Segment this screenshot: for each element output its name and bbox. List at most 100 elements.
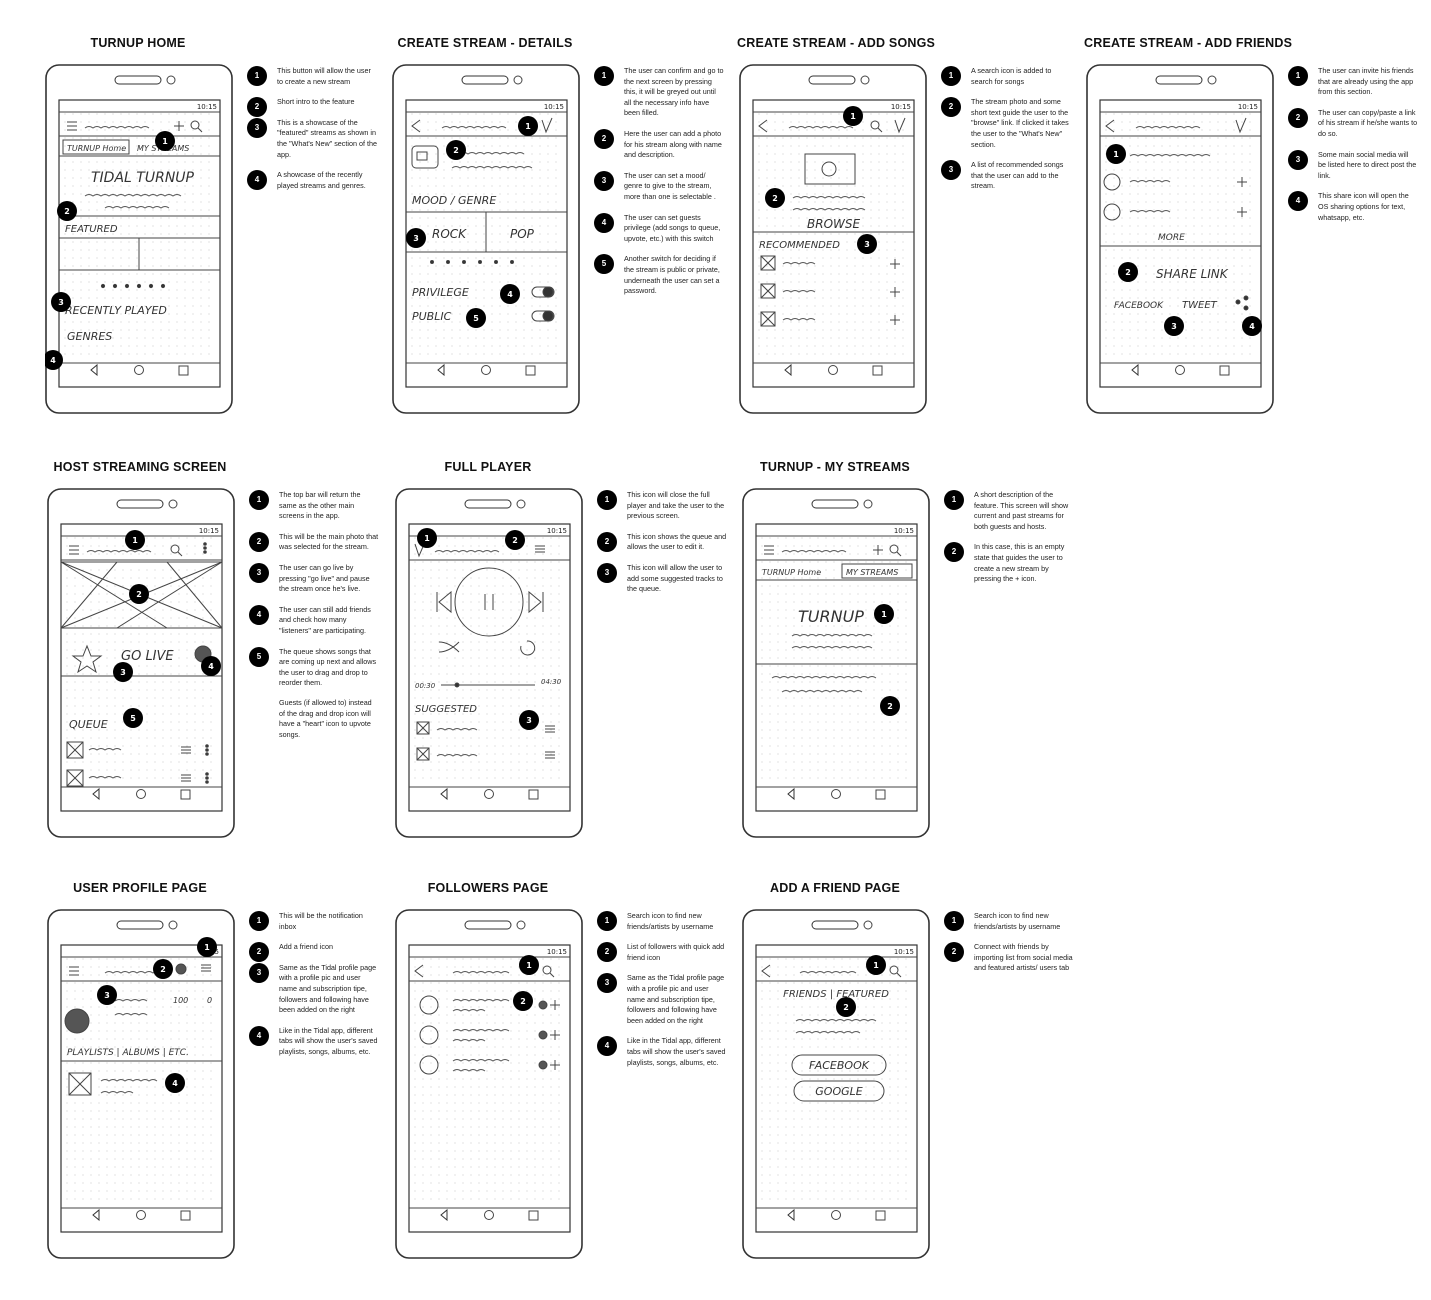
grid-dot — [136, 241, 138, 243]
grid-dot — [1153, 113, 1155, 115]
grid-dot — [186, 713, 188, 715]
grid-dot — [865, 545, 867, 547]
grid-dot — [902, 281, 904, 283]
grid-dot — [146, 681, 148, 683]
grid-dot — [793, 593, 795, 595]
grid-dot — [146, 729, 148, 731]
squiggle-text — [781, 550, 847, 553]
grid-dot — [894, 209, 896, 211]
grid-dot — [130, 1054, 132, 1056]
grid-dot — [186, 974, 188, 976]
grid-dot — [518, 625, 520, 627]
grid-dot — [555, 345, 557, 347]
grid-dot — [491, 225, 493, 227]
grid-dot — [878, 145, 880, 147]
annotation-text: Here the user can add a photo for his st… — [624, 128, 722, 160]
grid-dot — [886, 201, 888, 203]
grid-dot — [857, 657, 859, 659]
grid-dot — [515, 257, 517, 259]
grid-dot — [801, 769, 803, 771]
grid-dot — [881, 681, 883, 683]
grid-dot — [857, 649, 859, 651]
grid-dot — [862, 305, 864, 307]
grid-dot — [106, 729, 108, 731]
grid-dot — [144, 297, 146, 299]
grid-dot — [1249, 193, 1251, 195]
grid-dot — [777, 713, 779, 715]
grid-dot — [90, 1102, 92, 1104]
grid-dot — [66, 1054, 68, 1056]
callout-badge-circle — [1106, 144, 1126, 164]
grid-dot — [64, 257, 66, 259]
grid-dot — [539, 329, 541, 331]
grid-dot — [478, 625, 480, 627]
grid-dot — [1145, 185, 1147, 187]
grid-dot — [873, 633, 875, 635]
grid-dot — [1121, 313, 1123, 315]
grid-dot — [841, 777, 843, 779]
grid-dot — [782, 257, 784, 259]
grid-dot — [905, 681, 907, 683]
grid-dot — [136, 297, 138, 299]
grid-dot — [467, 185, 469, 187]
grid-dot — [152, 177, 154, 179]
grid-dot — [547, 273, 549, 275]
grid-dot — [1201, 249, 1203, 251]
grid-dot — [785, 633, 787, 635]
grid-dot — [830, 273, 832, 275]
main-stream-photo — [60, 561, 223, 629]
grid-dot — [72, 225, 74, 227]
grid-dot — [72, 249, 74, 251]
grid-dot — [176, 345, 178, 347]
grid-dot — [152, 257, 154, 259]
grid-dot — [550, 601, 552, 603]
grid-dot — [130, 1038, 132, 1040]
grid-dot — [88, 137, 90, 139]
grid-dot — [878, 337, 880, 339]
grid-dot — [494, 577, 496, 579]
grid-dot — [1161, 353, 1163, 355]
grid-dot — [210, 1070, 212, 1072]
grid-dot — [98, 665, 100, 667]
grid-dot — [154, 777, 156, 779]
grid-dot — [82, 665, 84, 667]
grid-dot — [817, 721, 819, 723]
grid-dot — [822, 273, 824, 275]
grid-dot — [66, 649, 68, 651]
grid-dot — [170, 777, 172, 779]
grid-dot — [470, 769, 472, 771]
grid-dot — [82, 998, 84, 1000]
grid-dot — [905, 641, 907, 643]
grid-dot — [120, 305, 122, 307]
grid-dot — [1185, 297, 1187, 299]
callout-badge-2: 2 — [505, 530, 525, 550]
grid-dot — [862, 121, 864, 123]
grid-dot — [785, 593, 787, 595]
grid-dot — [769, 753, 771, 755]
grid-dot — [411, 273, 413, 275]
grid-dot — [1233, 177, 1235, 179]
grid-dot — [494, 713, 496, 715]
grid-dot — [146, 569, 148, 571]
grid-dot — [878, 169, 880, 171]
grid-dot — [435, 153, 437, 155]
grid-dot — [483, 241, 485, 243]
grid-dot — [186, 665, 188, 667]
status-time: 10:15 — [197, 103, 217, 111]
grid-dot — [176, 249, 178, 251]
grid-dot — [162, 633, 164, 635]
grid-dot — [902, 273, 904, 275]
grid-dot — [798, 193, 800, 195]
grid-dot — [881, 777, 883, 779]
grid-dot — [881, 689, 883, 691]
grid-dot — [1113, 241, 1115, 243]
grid-dot — [507, 217, 509, 219]
grid-dot — [128, 129, 130, 131]
grid-dot — [515, 233, 517, 235]
grid-dot — [202, 1046, 204, 1048]
grid-dot — [122, 753, 124, 755]
grid-dot — [1185, 137, 1187, 139]
grid-dot — [170, 1062, 172, 1064]
grid-dot — [475, 137, 477, 139]
grid-dot — [210, 737, 212, 739]
